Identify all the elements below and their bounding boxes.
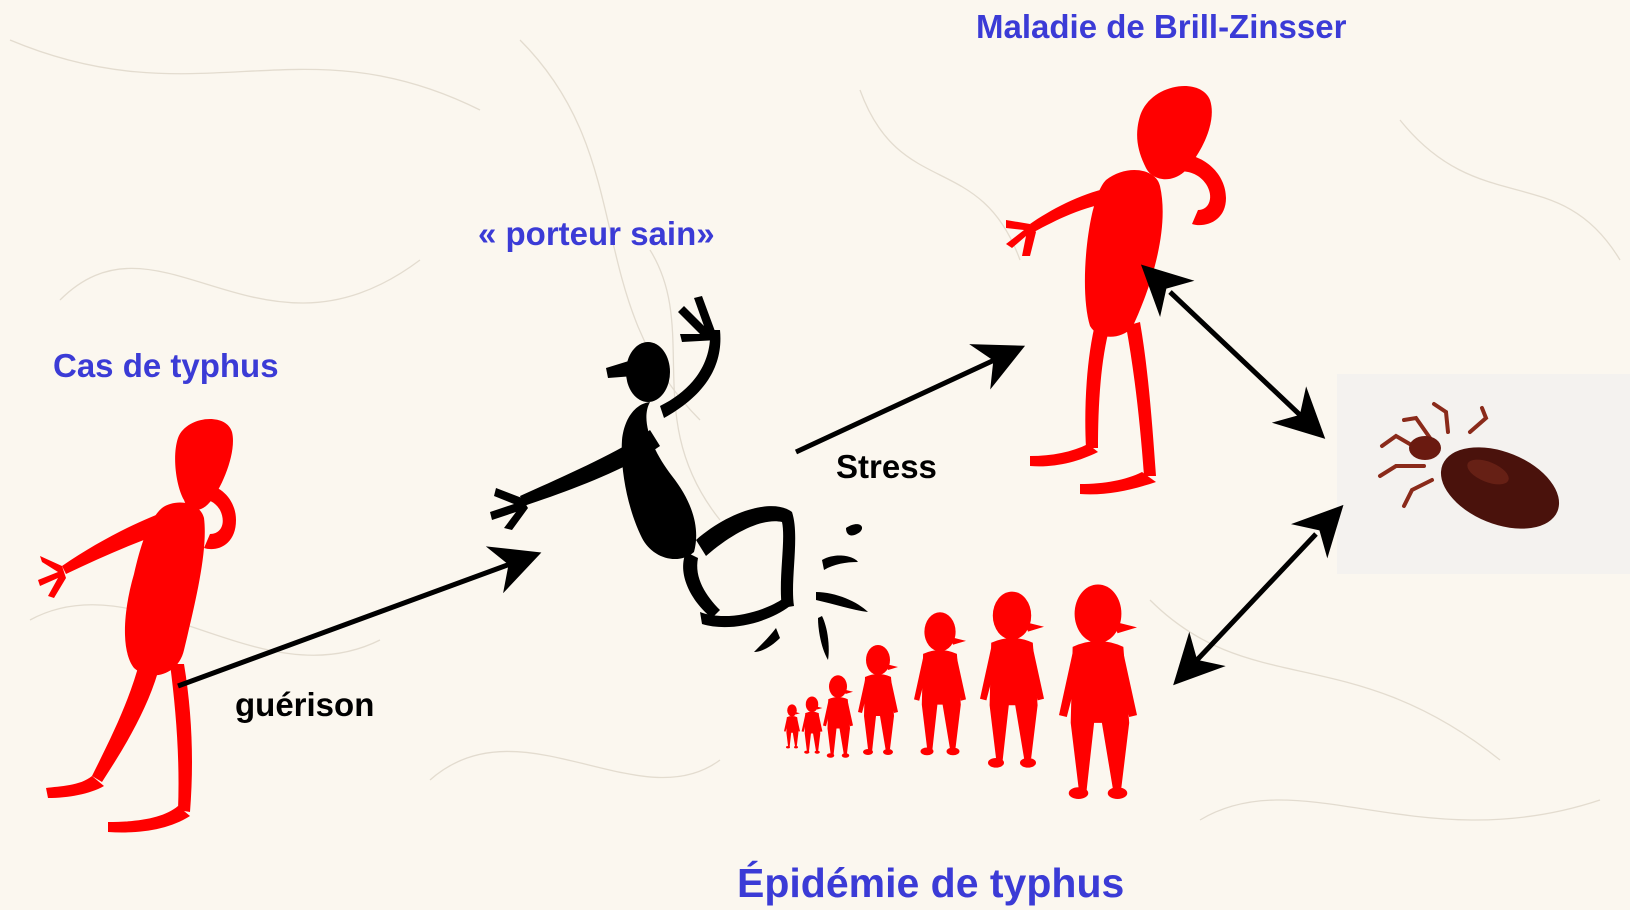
- sick-figure-cas: [38, 419, 236, 833]
- arrow-guerison: [177, 546, 542, 689]
- crowd-figures: [784, 584, 1137, 799]
- arrow-brill-louse: [1140, 264, 1326, 439]
- louse-icon: [1337, 374, 1630, 574]
- label-porteur-sain: « porteur sain»: [478, 215, 715, 252]
- arrow-louse-crowd: [1173, 504, 1344, 686]
- sick-figure-brill: [1006, 86, 1226, 495]
- label-brill-zinsser: Maladie de Brill-Zinsser: [976, 8, 1347, 45]
- label-cas-de-typhus: Cas de typhus: [53, 347, 279, 384]
- label-stress: Stress: [836, 448, 937, 485]
- carrier-figure-porteur: [490, 296, 868, 660]
- arrow-stress: [794, 344, 1026, 455]
- arrows: [177, 264, 1344, 689]
- label-epidemie: Épidémie de typhus: [737, 860, 1125, 906]
- label-guerison: guérison: [235, 686, 375, 723]
